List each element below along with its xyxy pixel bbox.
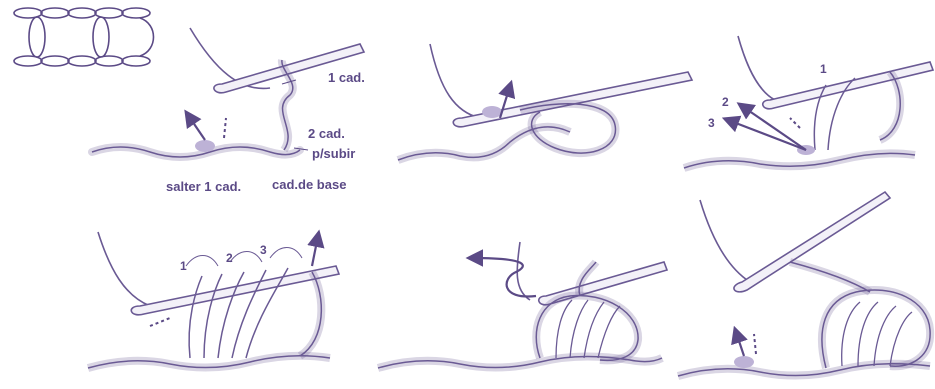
number-3: 3 (708, 116, 715, 130)
wrap-arrow-icon (472, 258, 536, 296)
working-yarn (700, 200, 750, 282)
number-2: 2 (722, 95, 729, 109)
crochet-hook-icon (734, 192, 890, 292)
crochet-stitch-symbol-icon (14, 8, 154, 66)
panel-4: 1 2 3 (88, 232, 339, 368)
label-salter-1-cad: salter 1 cad. (166, 179, 241, 194)
crochet-hook-icon (453, 72, 692, 127)
panel-1: 1 cad. 2 cad. p/subir salter 1 cad. cad.… (92, 28, 365, 194)
stitch-cluster (536, 295, 638, 360)
number-3: 3 (260, 243, 267, 257)
panel-2 (398, 44, 692, 160)
number-1: 1 (820, 62, 827, 76)
label-p-subir: p/subir (312, 146, 355, 161)
panel-3: 1 2 3 (684, 36, 933, 168)
insert-arrow-icon (736, 332, 744, 356)
label-cad-de-base: cad.de base (272, 177, 346, 192)
panel-6 (678, 192, 930, 376)
working-yarn (430, 44, 480, 118)
stitch-symbol-chart (14, 8, 154, 66)
number-1: 1 (180, 259, 187, 273)
label-2-cad: 2 cad. (308, 126, 345, 141)
number-2: 2 (226, 251, 233, 265)
working-yarn (98, 232, 150, 306)
panel-5 (378, 242, 667, 368)
yarn-over-arrow-icon (312, 236, 318, 266)
insert-arrow-icon (188, 115, 205, 140)
label-1-cad: 1 cad. (328, 70, 365, 85)
working-yarn (738, 36, 775, 100)
